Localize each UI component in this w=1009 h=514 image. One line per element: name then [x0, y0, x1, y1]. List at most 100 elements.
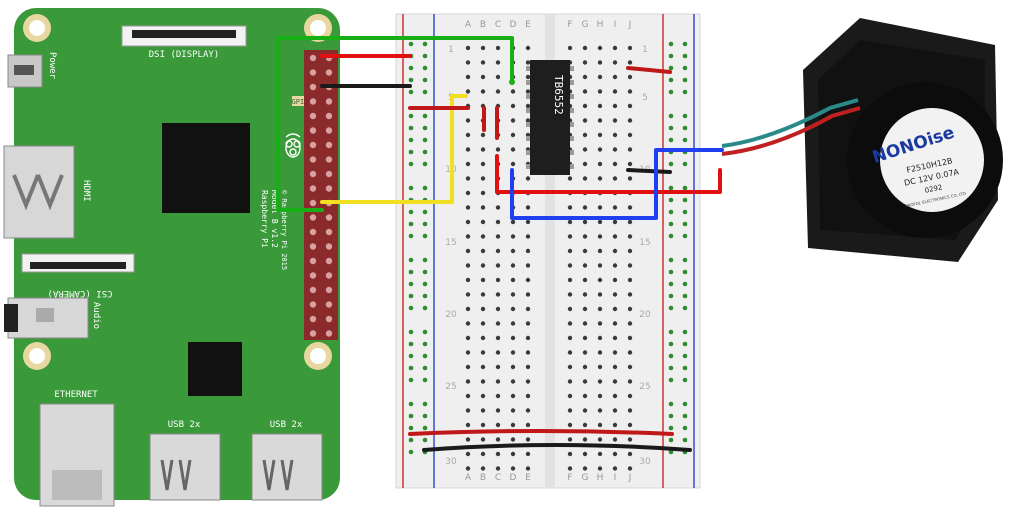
breadboard-hole	[582, 335, 588, 341]
gpio-pin	[325, 286, 333, 294]
breadboard-hole	[597, 161, 603, 167]
rail-hole	[408, 413, 414, 419]
breadboard-hole	[612, 321, 618, 326]
breadboard-hole	[495, 45, 501, 51]
rail-hole	[682, 281, 688, 287]
rail-hole	[682, 137, 688, 143]
gpio-pin	[309, 228, 317, 236]
breadboard-hole	[525, 335, 531, 341]
rail-hole	[422, 413, 428, 419]
gpio-tag	[292, 96, 308, 106]
svg-text:B: B	[480, 20, 486, 30]
gpio-pin	[309, 83, 317, 91]
breadboard-hole	[480, 60, 486, 65]
breadboard-hole	[495, 437, 501, 442]
breadboard-hole	[480, 422, 486, 428]
breadboard-hole	[525, 45, 531, 51]
breadboard-hole	[627, 321, 633, 326]
breadboard-hole	[480, 190, 486, 196]
chip-leg	[570, 94, 574, 99]
svg-text:20: 20	[445, 310, 457, 320]
breadboard-hole	[480, 45, 486, 51]
breadboard-hole	[480, 74, 486, 80]
rail-hole	[408, 125, 414, 131]
breadboard-hole	[510, 89, 516, 94]
breadboard-hole	[597, 350, 603, 355]
svg-text:30: 30	[445, 457, 457, 467]
gpio-pin	[309, 170, 317, 178]
breadboard-hole	[597, 45, 603, 51]
rail-hole	[682, 353, 688, 359]
breadboard-hole	[627, 234, 633, 239]
breadboard-hole	[510, 292, 516, 297]
wire-green-signal	[276, 36, 514, 212]
breadboard-hole	[525, 451, 531, 457]
breadboard-hole	[597, 74, 603, 80]
rail-hole	[682, 221, 688, 227]
rail-hole	[682, 77, 688, 83]
breadboard-hole	[582, 437, 588, 442]
gpio-pins	[309, 54, 333, 337]
chip-leg	[570, 66, 574, 71]
breadboard-hole	[582, 422, 588, 428]
breadboard-hole	[597, 263, 603, 268]
svg-text:I: I	[614, 20, 617, 30]
chip-leg	[570, 122, 574, 127]
breadboard-hole	[582, 306, 588, 312]
breadboard-hole	[525, 379, 531, 384]
breadboard-hole	[465, 350, 471, 355]
gpio-pin	[309, 141, 317, 149]
svg-text:25: 25	[639, 382, 650, 392]
breadboard-hole	[480, 176, 486, 181]
rail-hole	[668, 293, 674, 299]
breadboard-hole	[510, 335, 516, 341]
breadboard-hole	[597, 176, 603, 181]
column-labels-bottom: A B C D E F G H I J	[465, 473, 631, 483]
svg-text:G: G	[582, 473, 589, 483]
svg-text:25: 25	[445, 382, 456, 392]
gpio-pin	[325, 257, 333, 265]
breadboard-hole	[510, 466, 516, 471]
breadboard-hole	[582, 132, 588, 138]
breadboard-hole	[480, 147, 486, 152]
usb-label-2: USB 2x	[270, 420, 303, 430]
breadboard-hole	[510, 422, 516, 428]
breadboard-hole	[495, 466, 501, 471]
breadboard-hole	[597, 219, 603, 225]
ethernet-label: ETHERNET	[54, 390, 98, 400]
breadboard-hole	[597, 422, 603, 428]
gpio-pin	[325, 243, 333, 250]
chip-leg	[570, 136, 574, 141]
breadboard-hole	[612, 277, 618, 283]
pi-pcb	[14, 8, 340, 500]
soc-chip	[162, 123, 250, 213]
breadboard-hole	[627, 60, 633, 65]
breadboard-hole	[465, 219, 471, 225]
chip-legs	[526, 66, 574, 169]
rail-hole	[668, 209, 674, 215]
breadboard-hole	[582, 234, 588, 239]
rail-hole	[668, 41, 674, 47]
breadboard-hole	[525, 74, 531, 80]
breadboard-hole	[525, 263, 531, 268]
breadboard-hole	[465, 89, 471, 94]
rail-hole	[422, 341, 428, 347]
breadboard-hole	[582, 393, 588, 399]
center-channel	[545, 14, 555, 488]
breadboard-hole	[627, 205, 633, 210]
gpio-pin	[325, 69, 333, 76]
rail-hole	[682, 113, 688, 119]
rail-hole	[682, 89, 688, 95]
chip-leg	[526, 66, 530, 71]
rail-hole	[668, 377, 674, 383]
breadboard-hole	[582, 74, 588, 80]
wire-yellow-signal	[320, 94, 468, 204]
rail-hole	[682, 41, 688, 47]
gpio-pin	[325, 330, 333, 337]
breadboard-hole	[495, 89, 501, 94]
breadboard-hole	[465, 161, 471, 167]
breadboard-hole	[567, 234, 573, 239]
breadboard-hole	[612, 248, 618, 254]
breadboard-hole	[510, 248, 516, 254]
